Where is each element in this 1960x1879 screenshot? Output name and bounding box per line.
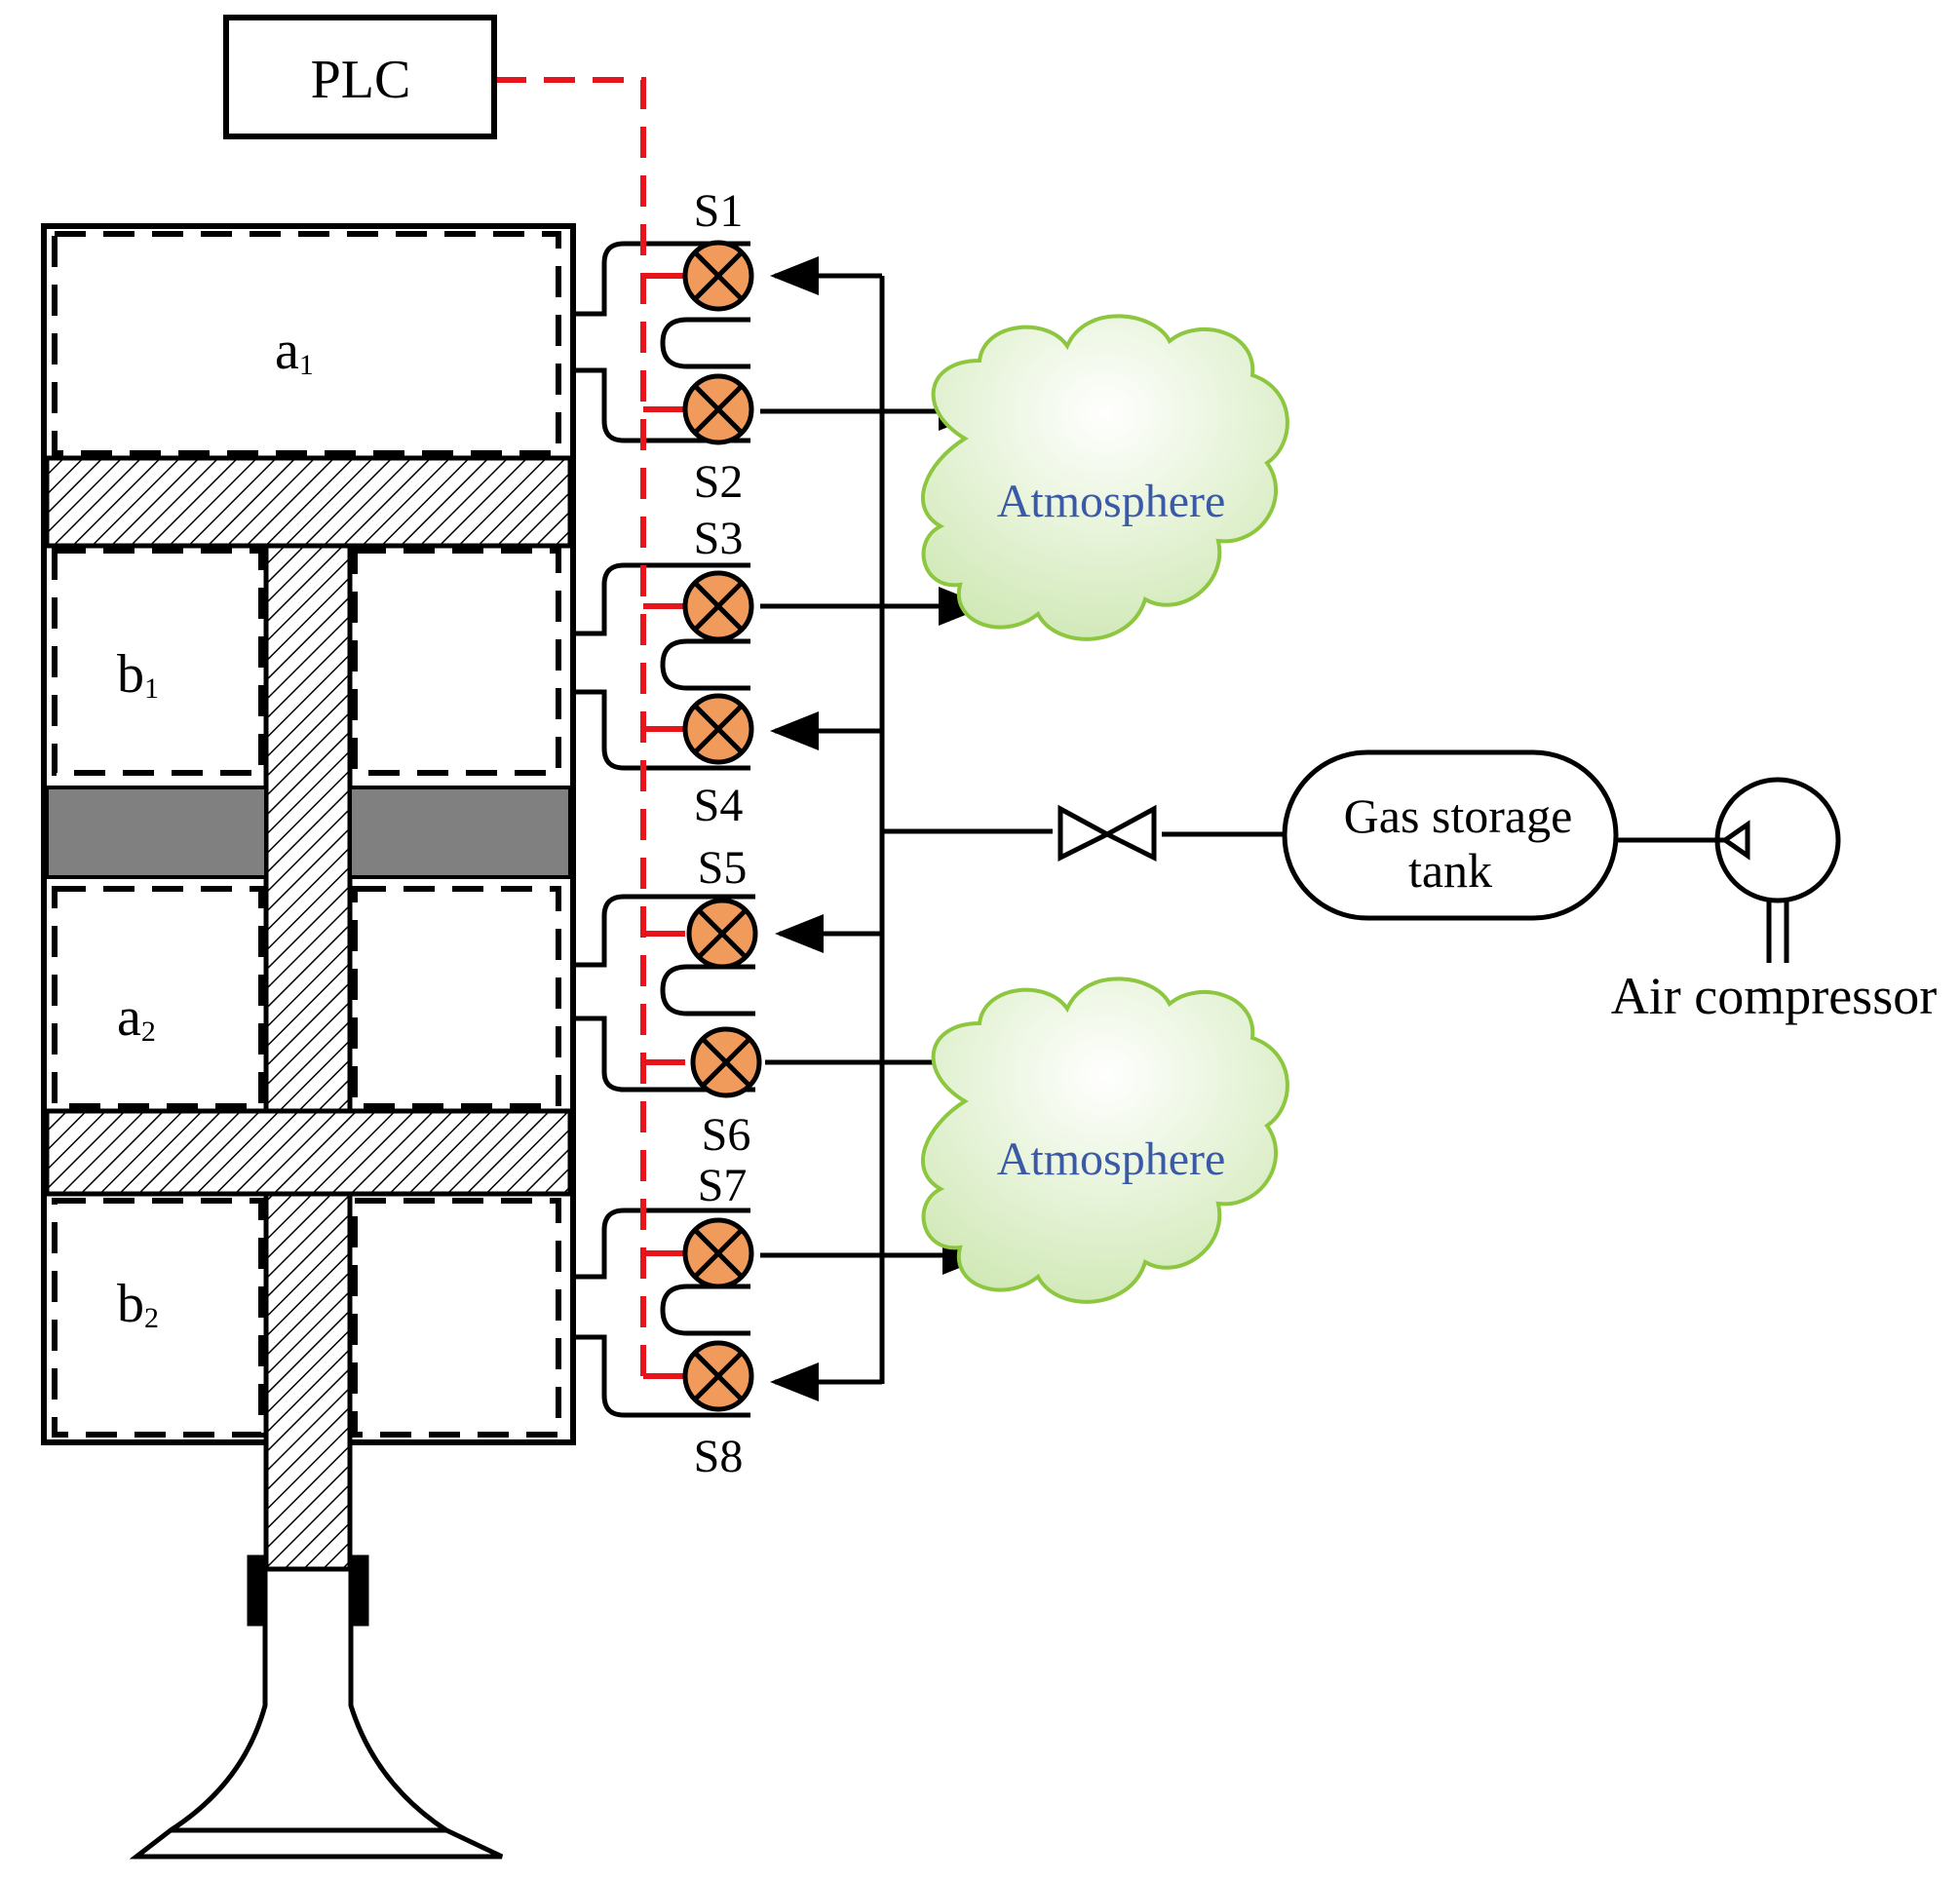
tank-label-line1: Gas storage bbox=[1344, 788, 1573, 843]
engine-valve bbox=[129, 1554, 504, 1860]
supply-manifold bbox=[770, 256, 1285, 1401]
chamber-label-a1: a1 bbox=[275, 321, 314, 381]
plc-control-lines bbox=[495, 77, 685, 1379]
plc-controller: PLC bbox=[223, 15, 497, 139]
tank-label-line2: tank bbox=[1408, 843, 1492, 898]
shutoff-valve bbox=[1057, 804, 1157, 863]
valve-label-s1: S1 bbox=[694, 185, 744, 237]
solenoid-valve-s3 bbox=[682, 570, 754, 642]
gas-storage-tank: Gas storage tank bbox=[1282, 749, 1619, 921]
valve-label-s2: S2 bbox=[694, 456, 744, 508]
solenoid-valve-s8 bbox=[682, 1340, 754, 1412]
atmosphere-cloud-upper: Atmosphere bbox=[921, 314, 1289, 641]
valve-label-s3: S3 bbox=[694, 513, 744, 564]
port-connections bbox=[573, 241, 755, 1418]
chamber-label-a2: a2 bbox=[117, 987, 156, 1048]
atmosphere-label-lower: Atmosphere bbox=[997, 1133, 1226, 1185]
fixed-separator-right bbox=[348, 786, 572, 879]
plc-label: PLC bbox=[311, 50, 411, 110]
solenoid-valve-s7 bbox=[682, 1217, 754, 1289]
compressor-label: Air compressor bbox=[1611, 967, 1937, 1025]
solenoid-valve-s2 bbox=[682, 373, 754, 445]
solenoid-valves bbox=[682, 240, 762, 1412]
atmosphere-cloud-lower: Atmosphere bbox=[921, 977, 1289, 1304]
solenoid-valve-s5 bbox=[686, 898, 758, 970]
valve-label-s4: S4 bbox=[694, 780, 744, 831]
lower-piston bbox=[44, 1108, 573, 1197]
solenoid-valve-s1 bbox=[682, 240, 754, 312]
air-compressor bbox=[1714, 777, 1841, 963]
upper-piston bbox=[44, 455, 573, 549]
chamber-label-b2: b2 bbox=[117, 1274, 159, 1334]
solenoid-valve-s6 bbox=[690, 1026, 762, 1098]
valve-label-s8: S8 bbox=[694, 1431, 744, 1482]
chamber-label-b1: b1 bbox=[117, 644, 159, 705]
valve-label-s6: S6 bbox=[702, 1109, 751, 1161]
valve-label-s7: S7 bbox=[698, 1160, 748, 1211]
cylinder-body bbox=[41, 223, 576, 1572]
piston-rod bbox=[263, 543, 353, 1572]
atmosphere-label-upper: Atmosphere bbox=[997, 476, 1226, 527]
fixed-separator-left bbox=[45, 786, 268, 879]
valve-label-s5: S5 bbox=[698, 842, 748, 894]
solenoid-valve-s4 bbox=[682, 693, 754, 765]
